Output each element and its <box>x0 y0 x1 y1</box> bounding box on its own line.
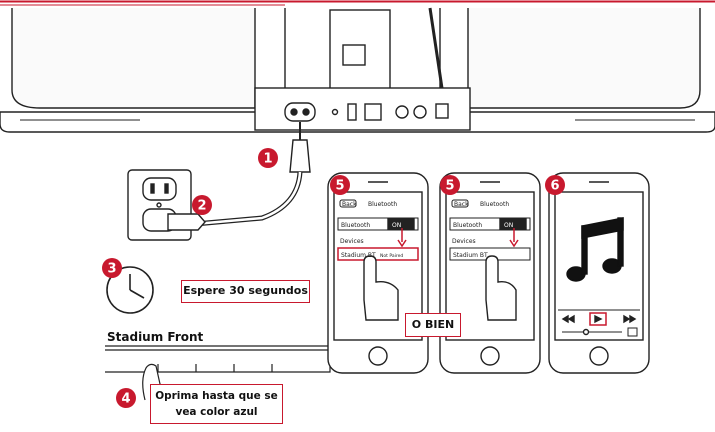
or-label: O BIEN <box>411 318 455 331</box>
outlet-slot-2 <box>164 183 169 194</box>
phone-3-screen <box>554 191 644 341</box>
step-5a-number: 5 <box>335 179 344 194</box>
phone-2-finger <box>485 255 517 321</box>
phone-3 <box>548 172 650 374</box>
speaker-dock <box>0 7 715 133</box>
phone-1-device-row <box>337 247 419 261</box>
press-label-line2: vea color azul <box>175 406 258 418</box>
usb-port <box>347 103 357 121</box>
wall-outlet <box>127 169 206 241</box>
power-pin-right <box>302 108 310 116</box>
phone-1 <box>327 172 429 374</box>
cable-cord-inner <box>194 171 302 226</box>
step-4-badge: 4 <box>116 388 136 408</box>
cable-plug-head <box>289 139 311 173</box>
step-6-badge: 6 <box>545 175 565 195</box>
forward-icon <box>623 314 631 324</box>
press-callout: Oprima hasta que se vea color azul <box>150 384 283 424</box>
phone-2-back-label: Back <box>454 201 469 208</box>
step-4-number: 4 <box>121 392 130 407</box>
outlet-screw <box>156 202 162 208</box>
phone-screen-labels: Back Bluetooth Bluetooth ON Devices Stad… <box>340 201 513 259</box>
forward-icon-2 <box>629 314 637 324</box>
phone-3-home-button <box>589 346 609 366</box>
phone-1-bt-label: Bluetooth <box>341 222 370 229</box>
outlet-socket-top <box>142 177 177 201</box>
step-5b-badge: 5 <box>440 175 460 195</box>
outlet-slot-1 <box>150 183 155 194</box>
optical-port <box>364 103 382 121</box>
step-2-number: 2 <box>197 199 206 214</box>
stadium-front-heading: Stadium Front <box>107 330 204 344</box>
power-cable <box>194 122 311 227</box>
phone-1-home-button <box>368 346 388 366</box>
phone-1-toggle <box>387 218 415 230</box>
music-note-beam <box>581 217 624 239</box>
phone-1-back-label: Back <box>342 201 357 208</box>
phone-1-section: Devices <box>340 238 364 245</box>
phone-2-back-icon <box>451 199 469 208</box>
step-1-number: 1 <box>263 152 272 167</box>
phone-1-device-status: Not Paired <box>380 253 403 259</box>
step-2-badge: 2 <box>192 195 212 215</box>
phone-2-arrow-head <box>509 239 519 248</box>
clock-icon <box>106 266 154 314</box>
dock-connector <box>342 44 366 66</box>
reset-hole <box>331 108 339 116</box>
front-panel-body <box>105 349 331 373</box>
right-speaker-body <box>467 8 701 109</box>
volume-knob <box>582 328 590 336</box>
phone-2-device: Stadium BT <box>453 252 488 259</box>
phone-1-title: Bluetooth <box>368 201 397 208</box>
phone-1-finger <box>363 255 399 321</box>
phone-2-home-button <box>480 346 500 366</box>
phone-1-arrow-head <box>397 239 407 248</box>
phone-2-bt-label: Bluetooth <box>453 222 482 229</box>
press-label-line1: Oprima hasta que se <box>155 390 278 402</box>
power-inlet <box>284 102 316 122</box>
phone-2-toggle <box>499 218 527 230</box>
phone-1-device: Stadium BT <box>341 252 376 259</box>
airplay-icon <box>627 327 638 337</box>
wait-label: Espere 30 segundos <box>183 284 308 297</box>
play-icon <box>594 314 603 324</box>
rca-left <box>395 105 409 119</box>
wait-callout: Espere 30 segundos <box>181 280 310 303</box>
music-note-icon <box>566 217 624 282</box>
phone-2-toggle-label: ON <box>504 222 513 229</box>
power-pin-left <box>290 108 298 116</box>
left-speaker-body <box>11 8 256 109</box>
step-1-badge: 1 <box>258 148 278 168</box>
clock-hand-hour <box>129 289 145 299</box>
step-5a-badge: 5 <box>330 175 350 195</box>
or-callout: O BIEN <box>405 313 461 337</box>
phone-1-back-icon <box>339 199 357 208</box>
phone-2-title: Bluetooth <box>480 201 509 208</box>
step-5b-number: 5 <box>445 179 454 194</box>
rca-right <box>413 105 427 119</box>
wall-plug <box>167 213 206 231</box>
phone-1-toggle-label: ON <box>392 222 401 229</box>
step-6-number: 6 <box>550 179 559 194</box>
step-3-badge: 3 <box>102 258 122 278</box>
rewind-icon-2 <box>567 314 575 324</box>
step-badges: 1 2 3 4 5 5 6 <box>102 148 565 408</box>
phone-2-section: Devices <box>452 238 476 245</box>
antenna-port <box>435 103 449 119</box>
cable-cord <box>194 171 303 227</box>
step-3-number: 3 <box>107 262 116 277</box>
